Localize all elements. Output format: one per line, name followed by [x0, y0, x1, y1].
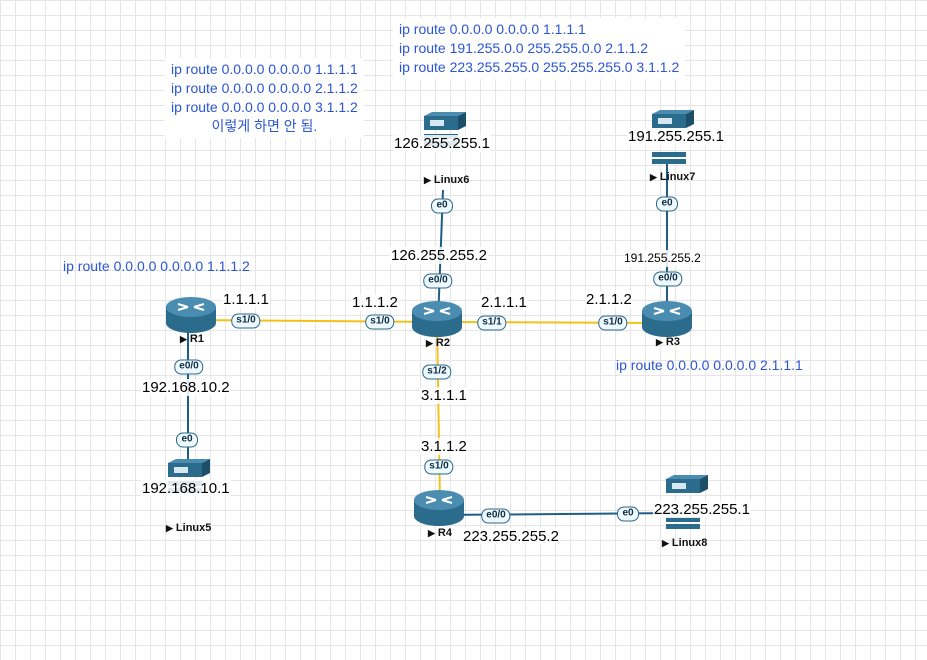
iface-badge-linux6-e0[interactable]: e0 [431, 198, 453, 214]
note-line: ip route 0.0.0.0 0.0.0.0 3.1.1.2 [171, 99, 358, 115]
iface-badge-r2-s11[interactable]: s1/1 [477, 315, 507, 331]
device-name: R4 [437, 527, 452, 539]
iface-badge-r4-s10[interactable]: s1/0 [424, 459, 454, 475]
link-r1-r2 [189, 319, 439, 323]
link-r2-r4 [436, 321, 441, 504]
ip-label-r1-e00: 192.168.10.2 [141, 379, 231, 396]
device-label-linux8: ▶Linux8 [662, 537, 707, 549]
ip-label-linux6: 126.255.255.1 [393, 135, 491, 152]
iface-badge-linux7-e0[interactable]: e0 [656, 196, 678, 212]
device-name: R3 [665, 336, 680, 348]
router-r4-icon[interactable] [413, 489, 465, 527]
router-r2-icon[interactable] [411, 300, 463, 338]
device-label-r4: ▶R4 [428, 527, 452, 539]
play-icon: ▶ [424, 175, 431, 185]
ip-label-linux8: 223.255.255.1 [653, 501, 751, 518]
iface-badge-r2-e00[interactable]: e0/0 [423, 273, 453, 289]
note-block-left: ip route 0.0.0.0 0.0.0.0 1.1.1.1 ip rout… [165, 58, 364, 138]
note-line: ip route 0.0.0.0 0.0.0.0 1.1.1.1 [171, 61, 358, 77]
server-linux7-icon[interactable] [652, 110, 694, 168]
note-warning: 이렇게 하면 안 됨. [211, 118, 318, 134]
note-block-top: ip route 0.0.0.0 0.0.0.0 1.1.1.1 ip rout… [393, 18, 686, 79]
iface-badge-linux8-e0[interactable]: e0 [617, 506, 639, 522]
play-icon: ▶ [662, 538, 669, 548]
ip-label-r1-s10: 1.1.1.1 [222, 291, 270, 308]
play-icon: ▶ [656, 337, 663, 347]
iface-badge-r3-e00[interactable]: e0/0 [653, 271, 683, 287]
ip-label-r2-e00: 126.255.255.2 [390, 247, 488, 264]
ip-label-r2-s11: 2.1.1.1 [480, 294, 528, 311]
r1-route-note: ip route 0.0.0.0 0.0.0.0 1.1.1.2 [63, 258, 250, 274]
ip-label-r3-s10: 2.1.1.2 [585, 291, 633, 308]
link-r4-linux8 [439, 512, 684, 516]
iface-badge-r1-s10[interactable]: s1/0 [231, 313, 261, 329]
device-label-linux7: ▶Linux7 [650, 171, 695, 183]
r3-route-note: ip route 0.0.0.0 0.0.0.0 2.1.1.1 [616, 357, 803, 373]
note-line: ip route 191.255.0.0 255.255.0.0 2.1.1.2 [399, 40, 649, 56]
iface-badge-r4-e00[interactable]: e0/0 [481, 508, 511, 524]
ip-label-linux5: 192.168.10.1 [141, 480, 231, 497]
ip-label-r4-e00: 223.255.255.2 [462, 528, 560, 545]
device-name: R1 [189, 333, 204, 345]
server-linux8-icon[interactable] [666, 475, 708, 533]
play-icon: ▶ [166, 523, 173, 533]
iface-badge-r2-s10[interactable]: s1/0 [365, 314, 395, 330]
device-label-r2: ▶R2 [426, 337, 450, 349]
iface-badge-linux5-e0[interactable]: e0 [176, 432, 198, 448]
note-line: ip route 0.0.0.0 0.0.0.0 2.1.1.2 [171, 80, 358, 96]
play-icon: ▶ [650, 172, 657, 182]
play-icon: ▶ [428, 528, 435, 538]
iface-badge-r2-s12[interactable]: s1/2 [422, 364, 452, 380]
note-line: ip route 0.0.0.0 0.0.0.0 1.1.1.1 [399, 21, 586, 37]
ip-label-r3-e00: 191.255.255.2 [623, 250, 702, 267]
iface-badge-r3-s10[interactable]: s1/0 [598, 315, 628, 331]
router-r1-icon[interactable] [165, 296, 217, 334]
ip-label-r4-s10: 3.1.1.2 [420, 438, 468, 455]
device-label-linux6: ▶Linux6 [424, 174, 469, 186]
device-name: Linux7 [659, 171, 696, 183]
ip-label-r2-s10: 1.1.1.2 [351, 294, 399, 311]
device-name: Linux6 [433, 174, 470, 186]
router-r3-icon[interactable] [641, 300, 693, 338]
play-icon: ▶ [426, 338, 433, 348]
device-name: R2 [435, 337, 450, 349]
link-r2-r3 [437, 321, 668, 324]
device-label-r1: ▶R1 [180, 333, 204, 345]
iface-badge-r1-e00[interactable]: e0/0 [174, 359, 204, 375]
device-name: Linux8 [671, 537, 708, 549]
note-line: ip route 223.255.255.0 255.255.255.0 3.1… [399, 59, 680, 75]
ip-label-linux7: 191.255.255.1 [627, 128, 725, 145]
device-name: Linux5 [175, 522, 212, 534]
device-label-linux5: ▶Linux5 [166, 522, 211, 534]
play-icon: ▶ [180, 334, 187, 344]
device-label-r3: ▶R3 [656, 336, 680, 348]
ip-label-r2-s12: 3.1.1.1 [420, 387, 468, 404]
